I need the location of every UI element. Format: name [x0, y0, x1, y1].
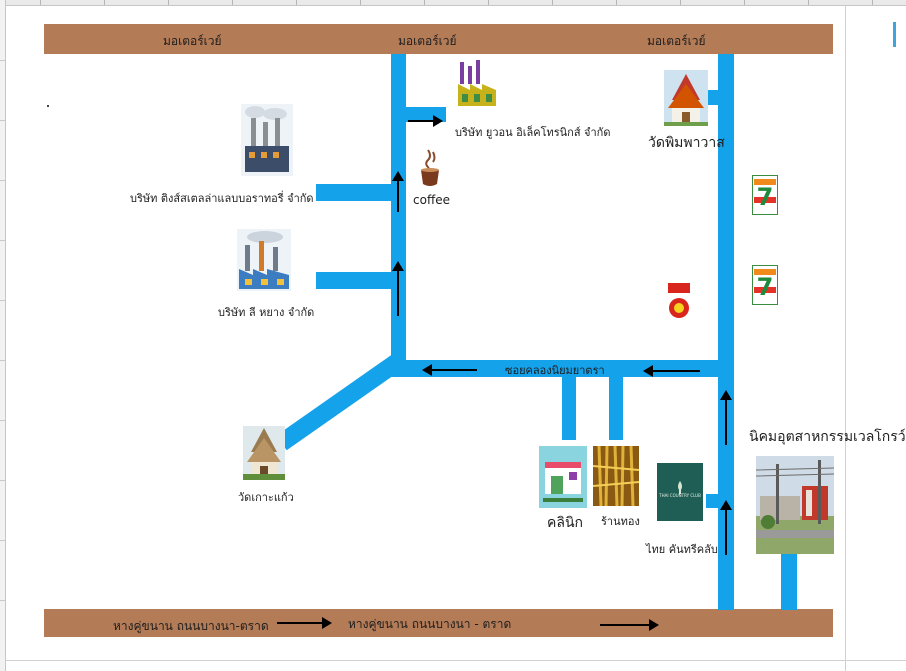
coffee-cup-icon — [418, 148, 444, 188]
svg-text:7: 7 — [757, 273, 774, 301]
temple-icon — [664, 70, 708, 126]
branch-to-things — [316, 184, 396, 201]
factory-icon — [241, 104, 293, 176]
row-divider — [0, 240, 5, 241]
column-divider — [424, 0, 425, 5]
column-divider — [744, 0, 745, 5]
column-divider — [488, 0, 489, 5]
seven-eleven-icon: 7 — [752, 175, 778, 215]
branch-to-gold — [609, 374, 623, 440]
column-divider — [680, 0, 681, 5]
stray-mark — [47, 105, 49, 107]
column-divider — [616, 0, 617, 5]
country-club-icon: THAI COUNTRY CLUB — [657, 463, 703, 521]
direction-arrow — [392, 261, 404, 316]
direction-arrow — [600, 619, 659, 631]
sheet-column-header — [0, 0, 906, 6]
wat-phim-label: วัดพิมพาวาส — [648, 135, 725, 151]
direction-arrow — [422, 364, 477, 376]
frontage-road-label-left: หางคู่ขนาน ถนนบางนา-ตราด — [113, 619, 269, 633]
column-divider — [232, 0, 233, 5]
direction-arrow — [643, 365, 700, 377]
branch-to-lee — [316, 272, 396, 289]
branch-to-country-club — [706, 494, 722, 508]
mini-big-c-icon — [667, 282, 691, 324]
sheet-row-header — [0, 0, 6, 671]
row-divider — [0, 480, 5, 481]
branch-to-estate — [781, 554, 797, 610]
row-divider — [0, 60, 5, 61]
branch-to-wat-phim — [706, 90, 722, 105]
row-divider — [0, 420, 5, 421]
row-divider — [0, 300, 5, 301]
direction-arrow — [720, 500, 732, 555]
row-divider — [0, 120, 5, 121]
frontage-road-label-center: หางคู่ขนาน ถนนบางนา - ตราด — [348, 617, 512, 631]
picture-frame-edge — [5, 660, 906, 661]
lee-label: บริษัท ลี หยาง จำกัด — [218, 306, 315, 319]
svg-text:7: 7 — [757, 183, 774, 211]
seven-eleven-icon: 7 — [752, 265, 778, 305]
wat-ko-label: วัดเกาะแก้ว — [238, 491, 294, 504]
factory-icon — [237, 229, 291, 291]
row-divider — [0, 600, 5, 601]
motorway-label-right: มอเตอร์เวย์ — [647, 34, 706, 48]
row-divider — [0, 360, 5, 361]
column-divider — [40, 0, 41, 5]
scroll-indicator[interactable] — [893, 22, 896, 47]
row-divider — [0, 540, 5, 541]
temple-icon — [243, 426, 285, 480]
coffee-label: coffee — [413, 193, 450, 207]
left-street — [391, 54, 406, 376]
clinic-label: คลินิก — [547, 515, 583, 531]
bangna-trat-frontage-road — [44, 609, 833, 637]
branch-to-clinic — [562, 374, 576, 440]
direction-arrow — [277, 617, 332, 629]
column-divider — [296, 0, 297, 5]
estate-label: นิคมอุตสาหกรรมเวลโกรว์ — [749, 429, 906, 445]
motorway-label-center: มอเตอร์เวย์ — [398, 34, 457, 48]
direction-arrow — [720, 390, 732, 445]
column-divider — [872, 0, 873, 5]
motorway-label-left: มอเตอร์เวย์ — [163, 34, 222, 48]
country-club-label: ไทย คันทรีคลับ — [646, 543, 718, 556]
country-club-sign: THAI COUNTRY CLUB — [659, 493, 701, 498]
gold-shop-label: ร้านทอง — [601, 515, 640, 528]
column-divider — [104, 0, 105, 5]
row-divider — [0, 180, 5, 181]
soi-label: ซอยคลองนิยมยาตรา — [505, 364, 605, 377]
right-street — [718, 54, 734, 610]
factory-icon — [456, 58, 498, 108]
industrial-estate-photo — [756, 456, 834, 554]
direction-arrow — [392, 171, 404, 212]
clinic-icon — [539, 446, 587, 508]
direction-arrow — [408, 115, 443, 127]
picture-frame-edge — [845, 5, 846, 671]
motorway-road — [44, 24, 833, 54]
things-label: บริษัท ติงส์สเตลล่าแลบบอราทอรี่ จำกัด — [130, 192, 314, 205]
gold-shop-icon — [593, 446, 639, 506]
column-divider — [168, 0, 169, 5]
diagonal-street — [276, 354, 403, 451]
column-divider — [552, 0, 553, 5]
column-divider — [360, 0, 361, 5]
yuwon-label: บริษัท ยูวอน อิเล็คโทรนิกส์ จำกัด — [455, 126, 611, 139]
column-divider — [808, 0, 809, 5]
